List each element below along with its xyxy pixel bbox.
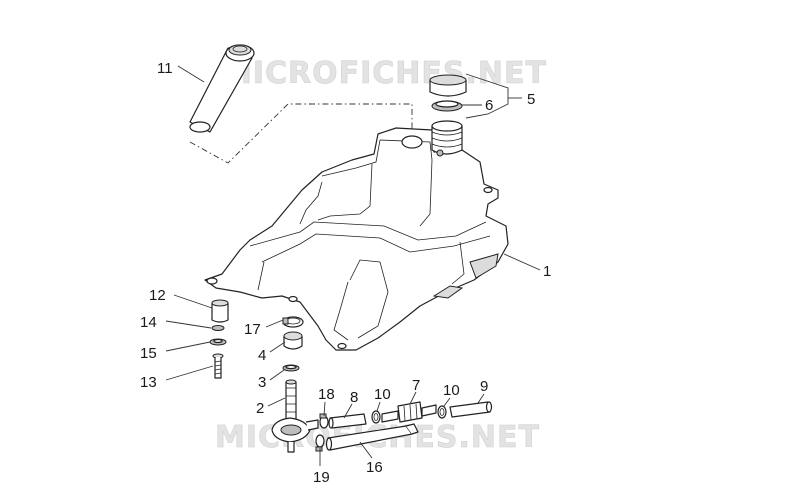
part-fuel-filter[interactable] <box>381 401 437 423</box>
part-o-ring-3[interactable] <box>282 364 300 372</box>
callout-16: 16 <box>366 459 383 476</box>
part-clamp-18[interactable] <box>319 413 329 429</box>
part-filler-tube[interactable] <box>189 44 255 133</box>
callout-11: 11 <box>157 60 173 77</box>
part-hose-9[interactable] <box>449 401 493 418</box>
callout-5: 5 <box>527 91 535 108</box>
callout-3: 3 <box>258 374 266 391</box>
part-clip-10-left[interactable] <box>371 410 381 424</box>
part-hose-16[interactable] <box>325 423 419 451</box>
callout-9: 9 <box>480 378 488 395</box>
part-fuel-tap[interactable] <box>283 331 303 350</box>
callout-1: 1 <box>543 263 551 280</box>
callout-labels: 11 5 6 1 12 14 15 13 17 4 3 2 18 19 8 10… <box>140 60 551 486</box>
part-fuel-valve[interactable] <box>271 379 319 453</box>
callout-17: 17 <box>244 321 261 338</box>
callout-7: 7 <box>412 377 420 394</box>
part-cap[interactable] <box>429 74 467 97</box>
callout-10-right: 10 <box>443 382 460 399</box>
callout-10-left: 10 <box>374 386 391 403</box>
callout-13: 13 <box>140 374 157 391</box>
callout-8: 8 <box>350 389 358 406</box>
part-washer-14[interactable] <box>211 325 225 331</box>
callout-14: 14 <box>140 314 157 331</box>
part-screw-13[interactable] <box>212 353 224 379</box>
part-clamp-19[interactable] <box>315 434 325 452</box>
watermark-top: MICROFICHES.NET <box>222 56 547 91</box>
callout-19: 19 <box>313 469 330 486</box>
callout-2: 2 <box>256 400 264 417</box>
callout-12: 12 <box>149 287 166 304</box>
alignment-line <box>189 103 413 164</box>
part-spacer-bush[interactable] <box>211 299 229 323</box>
callout-18: 18 <box>318 386 335 403</box>
part-clamp-17[interactable] <box>282 316 304 328</box>
callout-6: 6 <box>485 97 493 114</box>
part-grommet-15[interactable] <box>209 338 227 346</box>
callout-4: 4 <box>258 347 266 364</box>
leader-lines <box>165 65 541 466</box>
part-fuel-tank[interactable] <box>204 120 509 351</box>
part-seal-ring[interactable] <box>431 100 463 112</box>
callout-15: 15 <box>140 345 157 362</box>
part-hose-8[interactable] <box>328 413 367 429</box>
part-clip-10-right[interactable] <box>437 405 447 419</box>
